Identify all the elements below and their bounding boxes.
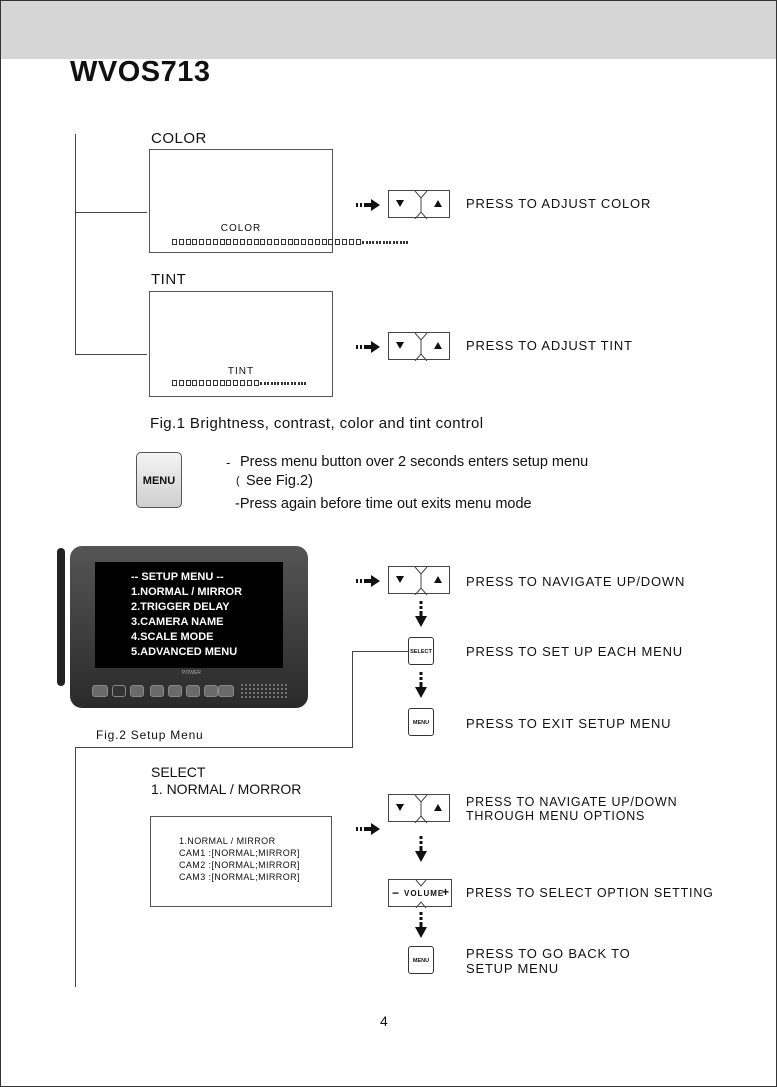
menu-small-button[interactable]: MENU	[408, 708, 434, 736]
press-go-back-1: PRESS TO GO BACK TO	[466, 946, 631, 961]
monitor-button[interactable]	[218, 685, 234, 697]
up-triangle-icon	[434, 342, 442, 349]
select-label: SELECT	[151, 764, 206, 780]
up-down-button[interactable]	[388, 332, 450, 361]
up-triangle-icon	[434, 200, 442, 207]
tint-screen-caption: TINT	[227, 366, 255, 377]
up-triangle-icon	[434, 804, 442, 811]
divider-icon	[414, 333, 428, 361]
press-adjust-tint: PRESS TO ADJUST TINT	[466, 338, 633, 353]
menu-note-dash: -	[226, 455, 231, 470]
monitor-button[interactable]	[130, 685, 144, 697]
down-triangle-icon	[396, 342, 404, 349]
press-navigate-options-2: THROUGH MENU OPTIONS	[466, 809, 646, 823]
monitor-brand: POWER	[182, 670, 201, 676]
monitor-button[interactable]	[186, 685, 200, 697]
monitor: -- SETUP MENU -- 1.NORMAL / MIRROR 2.TRI…	[70, 546, 308, 708]
menu-button[interactable]: MENU	[136, 452, 182, 508]
power-button[interactable]	[92, 685, 108, 697]
osd-line: -- SETUP MENU --	[131, 571, 224, 583]
up-triangle-icon	[434, 576, 442, 583]
divider-icon	[414, 191, 428, 219]
page-number: 4	[380, 1013, 388, 1029]
divider-icon	[415, 880, 427, 908]
osd-line: 3.CAMERA NAME	[131, 616, 224, 628]
normal-mirror-label: 1. NORMAL / MORROR	[151, 781, 302, 797]
press-exit-setup: PRESS TO EXIT SETUP MENU	[466, 716, 672, 731]
menu-note-paren: (	[236, 475, 240, 487]
osd-menu: -- SETUP MENU -- 1.NORMAL / MIRROR 2.TRI…	[131, 570, 242, 660]
divider-icon	[414, 795, 428, 823]
menu-note-line2: See Fig.2)	[246, 473, 313, 489]
press-navigate: PRESS TO NAVIGATE UP/DOWN	[466, 574, 686, 589]
volume-label: VOLUME	[404, 889, 445, 898]
menu-note-line3: -Press again before time out exits menu …	[235, 496, 532, 512]
connector-line	[352, 651, 353, 748]
option-screen-text: 1.NORMAL / MIRROR CAM1 :[NORMAL;MIRROR] …	[179, 836, 300, 882]
select-button[interactable]: SELECT	[408, 637, 434, 665]
color-label: COLOR	[151, 130, 207, 147]
down-triangle-icon	[396, 200, 404, 207]
double-arrow-icon	[356, 199, 380, 211]
down-arrow-icon	[415, 601, 427, 627]
menu-small-button[interactable]: MENU	[408, 946, 434, 974]
model-title: WVOS713	[70, 56, 211, 88]
menu-note-line1: Press menu button over 2 seconds enters …	[240, 454, 589, 470]
monitor-button[interactable]	[204, 685, 218, 697]
connector-line	[352, 651, 408, 652]
down-triangle-icon	[396, 804, 404, 811]
color-screen-caption: COLOR	[220, 223, 262, 234]
monitor-button[interactable]	[150, 685, 164, 697]
option-screen: 1.NORMAL / MIRROR CAM1 :[NORMAL;MIRROR] …	[150, 816, 332, 907]
plus-icon: +	[442, 885, 450, 899]
down-arrow-icon	[415, 672, 427, 698]
tint-screen: TINT	[149, 291, 333, 397]
color-level-bar	[172, 239, 410, 245]
double-arrow-icon	[356, 823, 380, 835]
osd-line: 2.TRIGGER DELAY	[131, 601, 230, 613]
osd-line: 1.NORMAL / MIRROR	[131, 586, 243, 598]
monitor-button[interactable]	[112, 685, 126, 697]
tint-label: TINT	[151, 271, 187, 288]
connector-line	[75, 747, 353, 748]
divider-icon	[414, 567, 428, 595]
minus-icon: −	[392, 886, 400, 900]
bracket-arrow-color	[75, 212, 147, 213]
monitor-button[interactable]	[168, 685, 182, 697]
double-arrow-icon	[356, 575, 380, 587]
fig1-caption: Fig.1 Brightness, contrast, color and ti…	[150, 415, 484, 432]
press-adjust-color: PRESS TO ADJUST COLOR	[466, 196, 652, 211]
speaker-grille	[240, 683, 288, 699]
double-arrow-icon	[356, 341, 380, 353]
tint-level-bar	[172, 380, 308, 386]
down-triangle-icon	[396, 576, 404, 583]
antenna	[57, 548, 65, 686]
down-arrow-icon	[415, 912, 427, 938]
header-band	[1, 1, 776, 59]
up-down-button[interactable]	[388, 794, 450, 823]
bracket-vertical	[75, 134, 76, 354]
osd-line: 4.SCALE MODE	[131, 631, 214, 643]
press-navigate-options-1: PRESS TO NAVIGATE UP/DOWN	[466, 795, 678, 809]
bracket-arrow-tint	[75, 354, 147, 355]
fig2-caption: Fig.2 Setup Menu	[96, 728, 204, 742]
osd-line: 5.ADVANCED MENU	[131, 646, 238, 658]
color-screen: COLOR	[149, 149, 409, 253]
volume-button[interactable]: − VOLUME +	[388, 879, 452, 908]
down-arrow-icon	[415, 836, 427, 862]
press-select-option: PRESS TO SELECT OPTION SETTING	[466, 886, 714, 900]
connector-line	[75, 747, 76, 987]
up-down-button[interactable]	[388, 566, 450, 595]
up-down-button[interactable]	[388, 190, 450, 219]
press-go-back-2: SETUP MENU	[466, 961, 559, 976]
press-setup-each: PRESS TO SET UP EACH MENU	[466, 644, 683, 659]
monitor-screen: -- SETUP MENU -- 1.NORMAL / MIRROR 2.TRI…	[95, 562, 283, 668]
